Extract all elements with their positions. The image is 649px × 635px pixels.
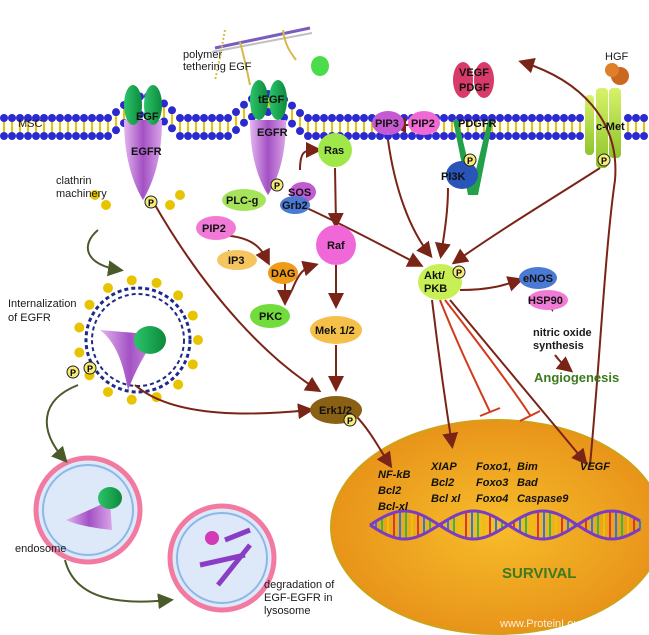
- hsp90-node: HSP90: [528, 295, 563, 307]
- target-col5: VEGF: [580, 461, 610, 473]
- phosphate-label: P: [148, 198, 154, 208]
- raf-node: Raf: [327, 240, 345, 252]
- node-shapes: [196, 111, 568, 424]
- grb2-node: Grb2: [282, 200, 308, 212]
- pathway-arrows: [45, 57, 617, 610]
- phosphate-circle: [66, 365, 80, 379]
- pdgf-node: PDGF: [459, 82, 490, 94]
- phosphate-circle: [144, 195, 158, 209]
- dag-node: DAG: [271, 268, 295, 280]
- hgf-label: HGF: [605, 51, 629, 63]
- dna-helix: [369, 509, 641, 541]
- cmet-receptor: [585, 63, 629, 168]
- phosphate-circle: [597, 153, 611, 167]
- phosphate-label: P: [87, 364, 93, 374]
- watermark-label: www.ProteinLounge.com: [499, 618, 622, 630]
- phosphate-label: P: [456, 268, 462, 278]
- polymer-strands: [211, 26, 329, 86]
- egfr-mid-receptor: [250, 80, 287, 195]
- phosphate-label: P: [467, 156, 473, 166]
- egfr-mid-node: EGFR: [257, 127, 288, 139]
- pkc-node: PKC: [259, 311, 282, 323]
- ip3-node: IP3: [228, 255, 245, 267]
- ras-node: Ras: [324, 145, 344, 157]
- phosphate-label: P: [274, 181, 280, 191]
- endosome-vesicle: [33, 455, 143, 565]
- egf-left-node: EGF: [136, 111, 159, 123]
- cell-membrane: [0, 90, 648, 140]
- internalization-vesicle: [84, 286, 192, 394]
- pip2-left-node: PIP2: [202, 223, 226, 235]
- phosphate-markers: P P P P P P P P: [66, 153, 611, 427]
- pi3k-node: PI3K: [441, 171, 466, 183]
- phosphate-label: P: [601, 156, 607, 166]
- pip2-right-node: PIP2: [411, 118, 435, 130]
- phosphate-label: P: [70, 368, 76, 378]
- survival-label: SURVIVAL: [502, 565, 576, 582]
- erk-node: Erk1/2: [319, 405, 352, 417]
- pdgfr-receptor: [446, 62, 494, 195]
- endosome-label: endosome: [15, 543, 66, 555]
- cmet-node: c-Met: [596, 121, 625, 133]
- akt-node: Akt/PKB: [424, 270, 447, 295]
- tegf-node: tEGF: [258, 94, 285, 106]
- phosphate-circle: [463, 153, 477, 167]
- enos-node: eNOS: [523, 273, 553, 285]
- vegf-top-node: VEGF: [459, 67, 489, 79]
- lysosome-vesicle: [167, 503, 277, 613]
- phosphate-circle: [83, 361, 97, 375]
- pdgfr-node: PDGFR: [458, 118, 497, 130]
- phosphate-circle: [452, 265, 466, 279]
- phosphate-label: P: [347, 416, 353, 426]
- angiogenesis-label: Angiogenesis: [534, 370, 619, 385]
- egfr-left-receptor: [124, 85, 162, 200]
- msc-label: MSC: [18, 118, 43, 130]
- phosphate-circle: [270, 178, 284, 192]
- egfr-left-node: EGFR: [131, 146, 162, 158]
- pip3-node: PIP3: [375, 118, 399, 130]
- phosphate-circle: [343, 413, 357, 427]
- sos-node: SOS: [288, 187, 311, 199]
- plcg-node: PLC-g: [226, 195, 258, 207]
- mek-node: Mek 1/2: [315, 325, 355, 337]
